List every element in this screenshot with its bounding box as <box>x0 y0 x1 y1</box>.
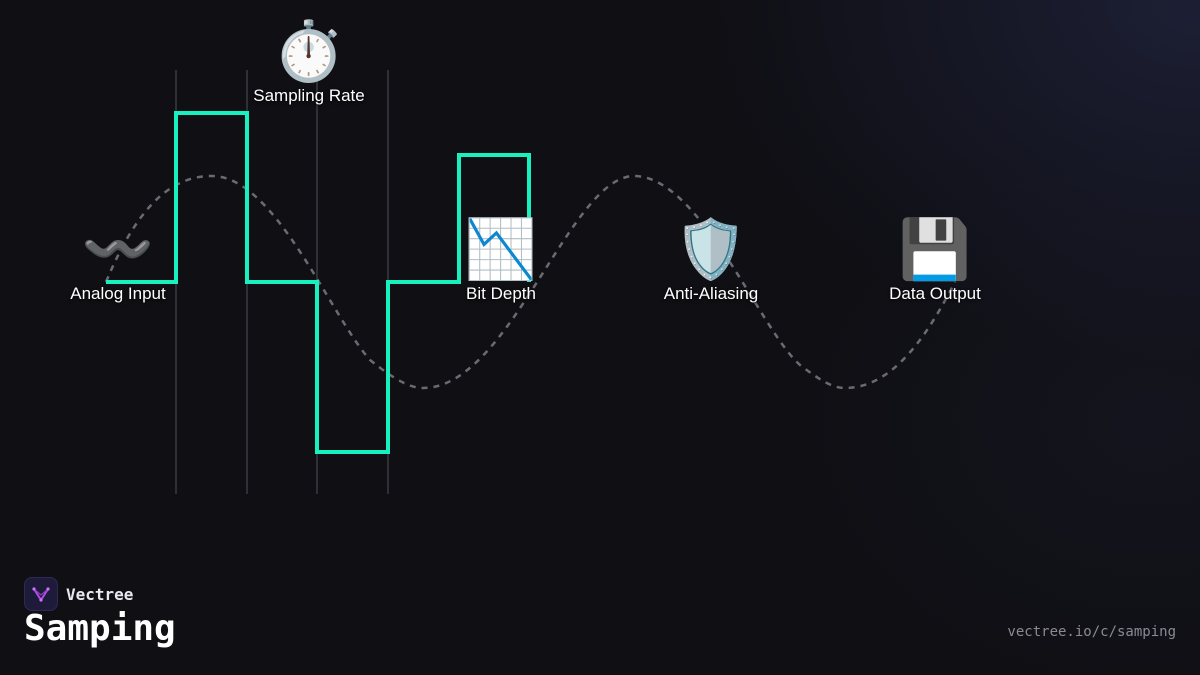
source-url[interactable]: vectree.io/c/samping <box>1007 624 1176 640</box>
vectree-logo <box>24 577 58 611</box>
node-bit-depth: 📉 Bit Depth <box>411 216 591 304</box>
brand-name: Vectree <box>66 584 134 604</box>
shield-icon: 🛡️ <box>674 215 748 283</box>
node-label: Anti-Aliasing <box>663 284 759 303</box>
node-sampling-rate: ⏱️ Sampling Rate <box>219 18 399 106</box>
analog-wave-dashed <box>104 174 957 390</box>
node-anti-aliasing: 🛡️ Anti-Aliasing <box>621 216 801 304</box>
page-title: Samping <box>24 608 176 649</box>
brand: Vectree <box>24 577 133 611</box>
chart-decreasing-icon: 📉 <box>464 215 538 283</box>
vectree-logo-icon <box>32 587 50 602</box>
node-data-output: 💾 Data Output <box>845 216 1025 304</box>
stopwatch-icon: ⏱️ <box>272 17 346 85</box>
node-analog-input: 〰️ Analog Input <box>28 216 208 304</box>
node-label: Sampling Rate <box>253 86 365 105</box>
wavy-dash-icon: 〰️ <box>81 215 155 283</box>
quantized-step-signal <box>106 111 531 454</box>
node-label: Analog Input <box>70 284 166 303</box>
node-label: Bit Depth <box>466 284 536 303</box>
floppy-disk-icon: 💾 <box>898 215 972 283</box>
node-label: Data Output <box>889 284 981 303</box>
